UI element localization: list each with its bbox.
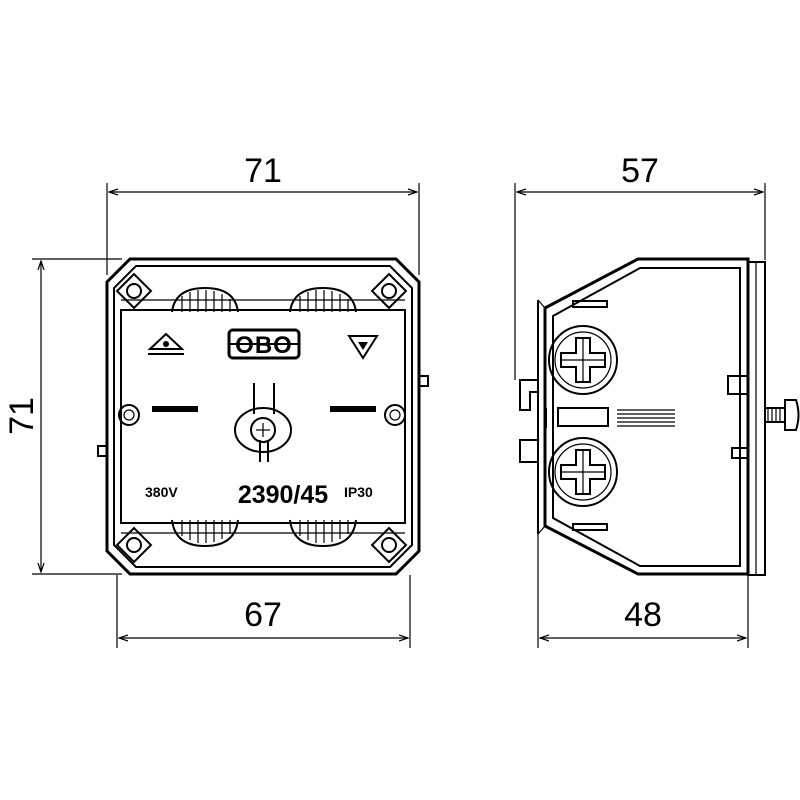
dimension-side-top: 57 — [514, 152, 766, 380]
side-cable-entry-upper — [548, 325, 618, 395]
voltage-label: 380V — [145, 484, 178, 500]
dimension-top-width: 71 — [106, 152, 420, 275]
warning-triangle-icon — [347, 335, 379, 360]
side-view: 57 48 — [514, 152, 800, 648]
model-number-label: 2390/45 — [238, 481, 328, 509]
cable-entry-top-right — [289, 286, 357, 313]
dimension-side-bottom-label: 48 — [624, 596, 662, 634]
dimension-top-label: 71 — [244, 152, 282, 190]
dimension-bottom-width: 67 — [116, 575, 411, 648]
corner-screw-bottom-right — [370, 526, 408, 564]
side-cable-entry-lower — [548, 437, 618, 507]
side-clip-lower — [519, 439, 538, 463]
corner-screw-top-left — [115, 272, 153, 310]
side-screw-icon — [764, 399, 800, 431]
cable-entry-bottom-right — [289, 519, 357, 548]
side-clip-upper — [519, 379, 538, 411]
slot-bar-left — [152, 406, 198, 412]
dimension-side-bottom: 48 — [537, 520, 749, 648]
brand-label: OBO — [235, 332, 293, 359]
center-terminal — [234, 383, 292, 462]
slot-bar-right — [330, 406, 376, 412]
corner-screw-bottom-left — [115, 526, 153, 564]
cable-entry-top-left — [171, 286, 239, 313]
obo-logo: OBO — [227, 328, 301, 360]
dimension-bottom-label: 67 — [244, 596, 282, 634]
ip-rating-label: IP30 — [344, 484, 373, 500]
box-flange-outline — [105, 257, 421, 576]
dimension-side-top-label: 57 — [621, 152, 659, 190]
side-screw-left — [118, 404, 140, 426]
front-view: 71 71 67 — [3, 152, 429, 648]
cable-entry-bottom-left — [171, 519, 239, 548]
side-screw-right — [384, 404, 406, 426]
corner-screw-top-right — [370, 272, 408, 310]
dimension-left-height: 71 — [3, 258, 122, 575]
ground-symbol-icon — [147, 332, 185, 355]
dimension-left-label: 71 — [3, 397, 41, 435]
